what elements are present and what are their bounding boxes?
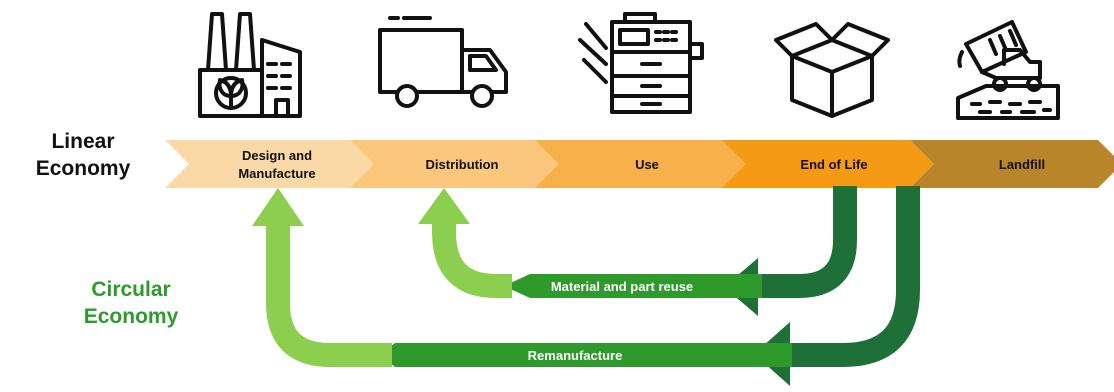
reuse-return-curve	[432, 222, 512, 298]
reuse-down-curve	[760, 186, 857, 298]
stage-label: Design and	[242, 148, 312, 163]
stage-chevron	[910, 140, 1114, 188]
remanufacture-down-curve	[785, 186, 920, 367]
stage-chevron	[350, 140, 562, 188]
stage-chevron	[722, 140, 934, 188]
reuse-arrowhead-light	[418, 188, 470, 224]
stage-label: Distribution	[426, 157, 499, 172]
stage-chevron	[535, 140, 747, 188]
circular-label-line2: Economy	[83, 305, 179, 328]
truck-icon	[378, 16, 508, 108]
remanufacture-band	[380, 343, 792, 367]
remanufacture-arrowhead-light	[252, 188, 304, 226]
stage-label: Manufacture	[238, 166, 315, 181]
circular-economy-label: Circular Economy	[56, 276, 206, 330]
copier-icon	[578, 12, 704, 114]
linear-label-line1: Linear	[51, 130, 115, 153]
open-box-icon	[774, 22, 890, 118]
reuse-label: Material and part reuse	[551, 279, 693, 294]
reuse-band	[504, 274, 762, 298]
dump-truck-landfill-icon	[956, 20, 1060, 120]
stage-label: Landfill	[999, 157, 1045, 172]
circular-loops: Material and part reuse Remanufacture	[252, 186, 920, 386]
stage-chevron	[165, 140, 377, 188]
circular-label-line1: Circular	[91, 278, 171, 301]
linear-economy-label: Linear Economy	[18, 128, 148, 182]
stage-label: End of Life	[800, 157, 867, 172]
remanufacture-label: Remanufacture	[528, 348, 623, 363]
stage-label: Use	[635, 157, 659, 172]
linear-label-line2: Economy	[35, 157, 131, 180]
remanufacture-return-curve	[266, 222, 392, 367]
factory-icon	[198, 12, 302, 118]
